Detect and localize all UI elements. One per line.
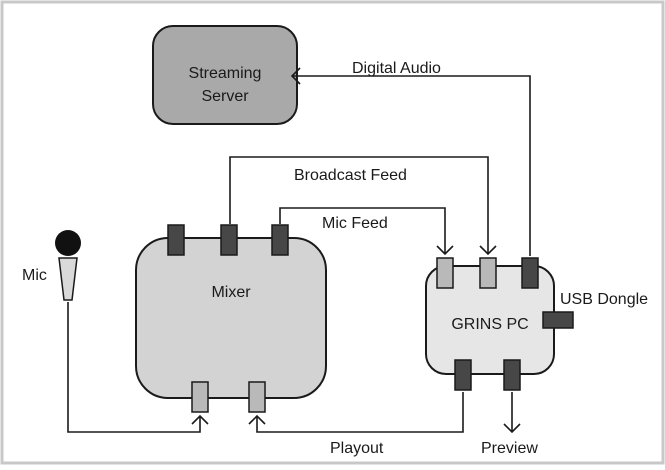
mixer-label: Mixer [211,284,251,301]
mic-to-mixer-arrowhead [191,414,209,425]
digital-audio-label: Digital Audio [352,60,441,77]
pc-port-preview-out [503,359,521,391]
mic-label: Mic [22,267,47,284]
microphone-icon [55,230,81,301]
pc-port-mic-feed-in [436,257,454,289]
mixer-port-mic-in [191,381,209,413]
usb-dongle-port [542,311,574,329]
mic-feed-line [279,207,446,254]
mic-feed-label: Mic Feed [322,215,388,232]
grins-pc-label: GRINS PC [451,316,528,333]
mixer-port-playout-in [248,381,266,413]
preview-arrowhead [503,423,521,434]
broadcast-feed-line [229,156,489,254]
streaming-server-box [152,25,298,125]
digital-audio-arrowhead [290,67,301,85]
mixer-port-mic-feed [271,224,289,256]
pc-port-broadcast-in [479,257,497,289]
mixer-box [135,237,327,399]
streaming-server-label-line1: Streaming [189,65,262,82]
preview-label: Preview [481,440,538,457]
playout-arrowhead [248,414,266,425]
mic-to-mixer-line [67,302,201,433]
mixer-port-left [167,224,185,256]
pc-port-playout-out [454,359,472,391]
broadcast-feed-label: Broadcast Feed [294,167,407,184]
digital-audio-line [292,75,531,256]
broadcast-feed-arrowhead [479,245,497,256]
streaming-server-label-line2: Server [201,88,249,105]
mic-feed-arrowhead [436,245,454,256]
playout-line [256,392,464,433]
pc-port-digital-audio-out [521,257,539,289]
mixer-port-broadcast [220,224,238,256]
playout-label: Playout [330,440,384,457]
usb-dongle-label: USB Dongle [560,291,648,308]
